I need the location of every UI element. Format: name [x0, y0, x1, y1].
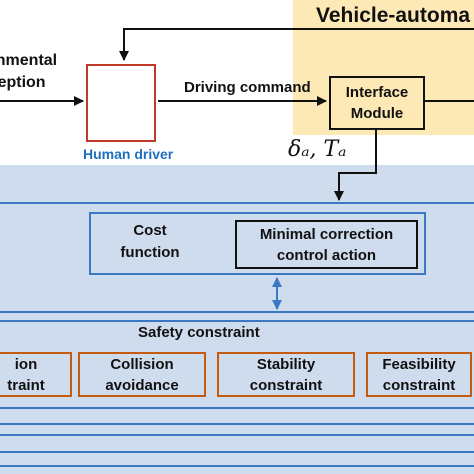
- cost-function-label: Cost function: [110, 220, 190, 264]
- interface-module-line2: Module: [350, 105, 404, 122]
- controller-region: [0, 165, 474, 474]
- vehicle-automation-title: Vehicle-automa: [316, 4, 471, 27]
- driver-input-arrow: [334, 130, 377, 201]
- driving-command-label: Driving command: [184, 79, 311, 96]
- constraint-partial-line2: traint: [7, 376, 45, 394]
- feedback-arrow: [119, 28, 474, 61]
- environmental-perception-line1: onmental: [0, 52, 58, 69]
- collision-avoidance-line1: Collision: [110, 355, 174, 373]
- environmental-perception-label: onmental eption: [0, 50, 57, 94]
- human-driver-box: [86, 64, 156, 142]
- feasibility-constraint-line1: Feasibility: [382, 355, 456, 373]
- interface-module-box: Interface Module: [329, 76, 425, 130]
- region-band-lines: [0, 202, 474, 467]
- interface-module-line1: Interface: [345, 84, 409, 101]
- minimal-correction-box: Minimal correction control action: [235, 220, 418, 269]
- cost-function-box: [89, 212, 426, 275]
- safety-constraint-title: Safety constraint: [138, 324, 260, 341]
- feasibility-constraint-line2: constraint: [382, 376, 456, 394]
- constraint-partial-line1: ion: [14, 355, 38, 373]
- feasibility-constraint-box: Feasibility constraint: [366, 352, 472, 397]
- driver-inputs-label: δₐ, Tₐ: [288, 137, 347, 162]
- minimal-correction-line1: Minimal correction: [259, 225, 394, 243]
- cost-function-line1: Cost: [133, 222, 167, 239]
- cost-function-line2: function: [120, 244, 180, 261]
- collision-avoidance-box: Collision avoidance: [78, 352, 206, 397]
- stability-constraint-line1: Stability: [256, 355, 316, 373]
- minimal-correction-line2: control action: [276, 246, 377, 264]
- constraint-box-partial: ion traint: [0, 352, 72, 397]
- human-driver-label: Human driver: [83, 146, 174, 162]
- stability-constraint-box: Stability constraint: [217, 352, 355, 397]
- environmental-perception-line2: eption: [0, 74, 46, 91]
- collision-avoidance-line2: avoidance: [105, 376, 179, 394]
- stability-constraint-line2: constraint: [249, 376, 323, 394]
